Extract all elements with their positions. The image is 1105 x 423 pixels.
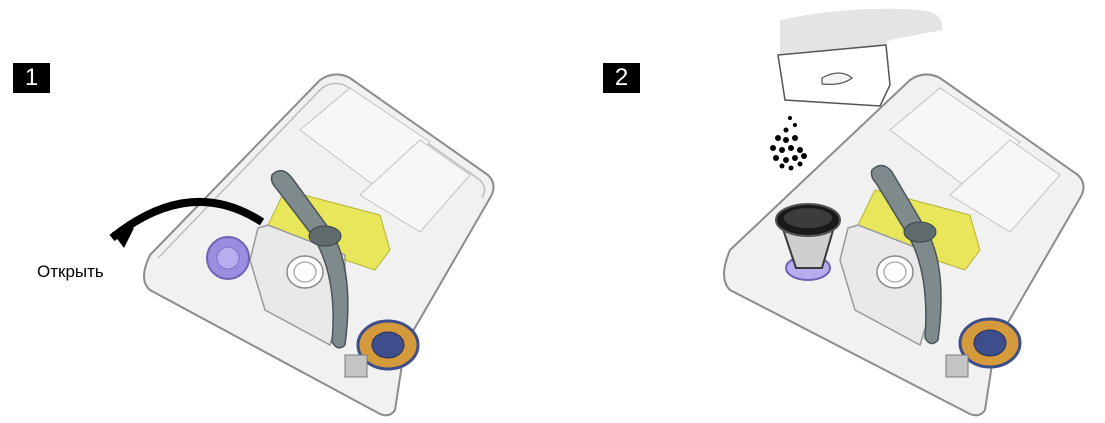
step-number-badge: 1 bbox=[13, 63, 50, 93]
step-number-badge: 2 bbox=[603, 63, 640, 93]
open-arrow bbox=[109, 197, 265, 242]
dishwasher-base-illustration-step2 bbox=[723, 8, 1085, 417]
open-instruction-label: Открыть bbox=[37, 262, 104, 281]
spray-arm bbox=[870, 164, 942, 345]
filter bbox=[876, 255, 914, 289]
dishwasher-base-illustration-step1 bbox=[109, 73, 495, 417]
spray-arm bbox=[270, 169, 349, 349]
salt-granules bbox=[770, 116, 807, 171]
filter bbox=[286, 255, 324, 289]
